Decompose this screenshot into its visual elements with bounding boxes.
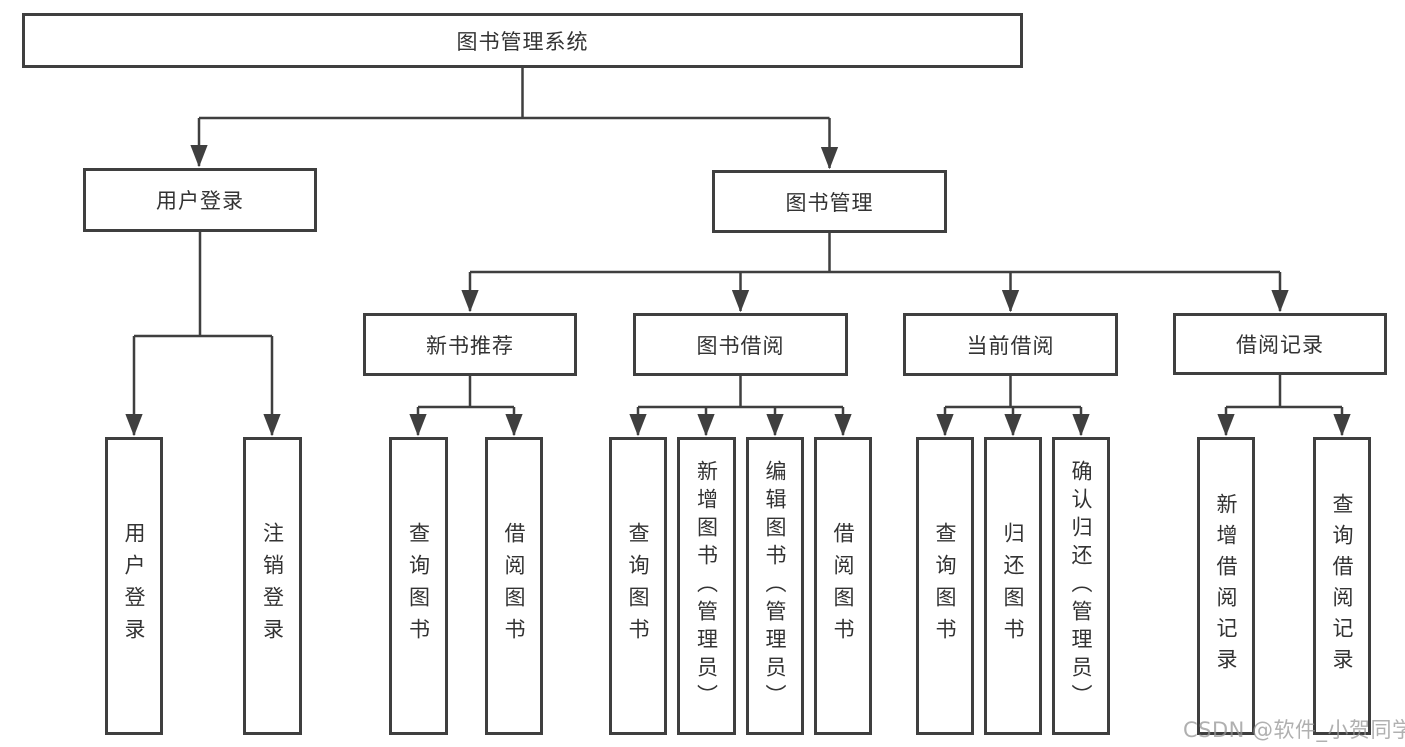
node-current-borrow: 当前借阅 [903, 313, 1118, 376]
node-book-borrow-label: 图书借阅 [696, 333, 785, 358]
node-book-management-label: 图书管理 [785, 190, 874, 215]
node-root-label: 图书管理系统 [456, 29, 589, 54]
node-borrow-records: 借阅记录 [1173, 313, 1387, 375]
leaf-borrow-books-1-label: 借阅图书 [502, 522, 526, 650]
node-new-book-recommend: 新书推荐 [363, 313, 577, 376]
leaf-query-books-3: 查询图书 [916, 437, 974, 735]
leaf-confirm-return-admin-label: 确认归还（管理员） [1069, 460, 1093, 712]
leaf-borrow-books-1: 借阅图书 [485, 437, 543, 735]
leaf-add-book-admin-label: 新增图书（管理员） [694, 460, 719, 712]
node-user-login-branch: 用户登录 [83, 168, 317, 232]
leaf-add-borrow-record: 新增借阅记录 [1197, 437, 1255, 735]
node-current-borrow-label: 当前借阅 [966, 333, 1055, 358]
leaf-query-books-2-label: 查询图书 [626, 522, 650, 650]
node-book-management: 图书管理 [712, 170, 947, 233]
watermark: CSDN @软件_小贺同学 [1183, 718, 1405, 742]
leaf-return-book: 归还图书 [984, 437, 1042, 735]
node-root: 图书管理系统 [22, 13, 1023, 68]
leaf-query-books-2: 查询图书 [609, 437, 667, 735]
node-user-login-branch-label: 用户登录 [156, 189, 244, 213]
leaf-add-book-admin: 新增图书（管理员） [677, 437, 736, 735]
node-book-borrow: 图书借阅 [633, 313, 848, 376]
leaf-edit-book-admin: 编辑图书（管理员） [746, 437, 804, 735]
leaf-logout: 注销登录 [243, 437, 302, 735]
leaf-logout-label: 注销登录 [260, 522, 285, 650]
node-borrow-records-label: 借阅记录 [1236, 333, 1324, 357]
leaf-user-login: 用户登录 [105, 437, 163, 735]
leaf-add-borrow-record-label: 新增借阅记录 [1214, 493, 1238, 679]
leaf-query-borrow-record-label: 查询借阅记录 [1330, 493, 1354, 679]
leaf-query-books-1: 查询图书 [389, 437, 448, 735]
node-new-book-recommend-label: 新书推荐 [426, 333, 514, 358]
leaf-query-borrow-record: 查询借阅记录 [1313, 437, 1371, 735]
leaf-borrow-books-2-label: 借阅图书 [831, 522, 855, 650]
leaf-edit-book-admin-label: 编辑图书（管理员） [763, 460, 787, 712]
leaf-query-books-3-label: 查询图书 [933, 522, 957, 650]
leaf-user-login-label: 用户登录 [122, 522, 146, 650]
leaf-borrow-books-2: 借阅图书 [814, 437, 872, 735]
leaf-return-book-label: 归还图书 [1001, 522, 1025, 650]
leaf-confirm-return-admin: 确认归还（管理员） [1052, 437, 1110, 735]
leaf-query-books-1-label: 查询图书 [406, 522, 431, 650]
